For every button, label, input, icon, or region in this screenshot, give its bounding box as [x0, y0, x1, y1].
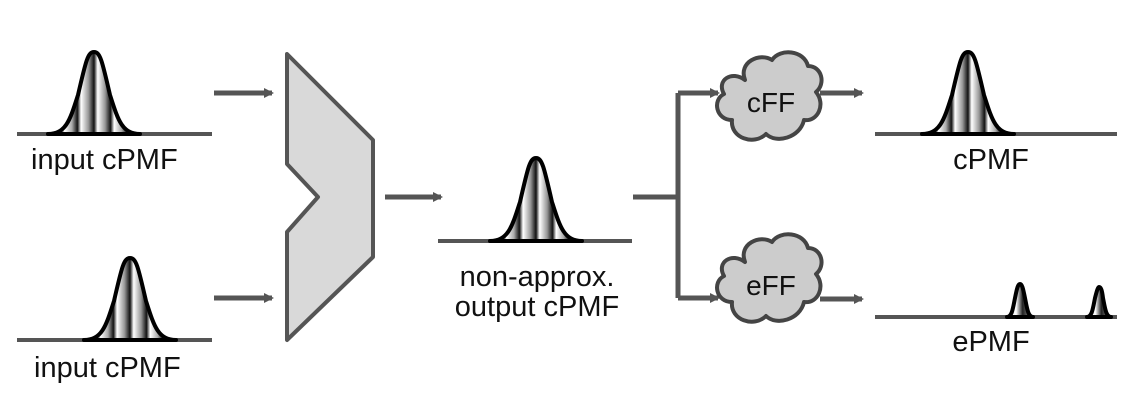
input-cpmf-bottom-plot — [17, 256, 212, 342]
bell-curve — [46, 50, 142, 136]
input-cpmf-bottom-label: input cPMF — [34, 352, 181, 384]
input-cpmf-top-plot — [17, 50, 212, 136]
bell-curve — [920, 50, 1016, 136]
spike-1 — [1005, 282, 1035, 319]
nonapprox-line-1: non-approx. — [459, 261, 615, 293]
cpmf-label: cPMF — [953, 144, 1029, 176]
nonapprox-output-label: non-approx. output cPMF — [455, 262, 619, 323]
combiner-block — [285, 52, 375, 342]
bell-curve — [82, 256, 178, 342]
branch-connector — [633, 88, 720, 303]
eff-cloud — [715, 232, 824, 324]
spike-2 — [1085, 285, 1113, 319]
cff-label: cFF — [746, 87, 796, 118]
cff-cloud — [715, 50, 824, 142]
cpmf-result-plot — [875, 50, 1117, 136]
nonapprox-line-2: output cPMF — [454, 291, 620, 324]
bell-curve — [488, 156, 584, 243]
epmf-label: ePMF — [952, 326, 1030, 358]
input-cpmf-top-label: input cPMF — [31, 144, 178, 176]
nonapprox-output-plot — [438, 156, 632, 243]
epmf-result-plot — [875, 282, 1117, 319]
eff-label: eFF — [746, 270, 796, 301]
